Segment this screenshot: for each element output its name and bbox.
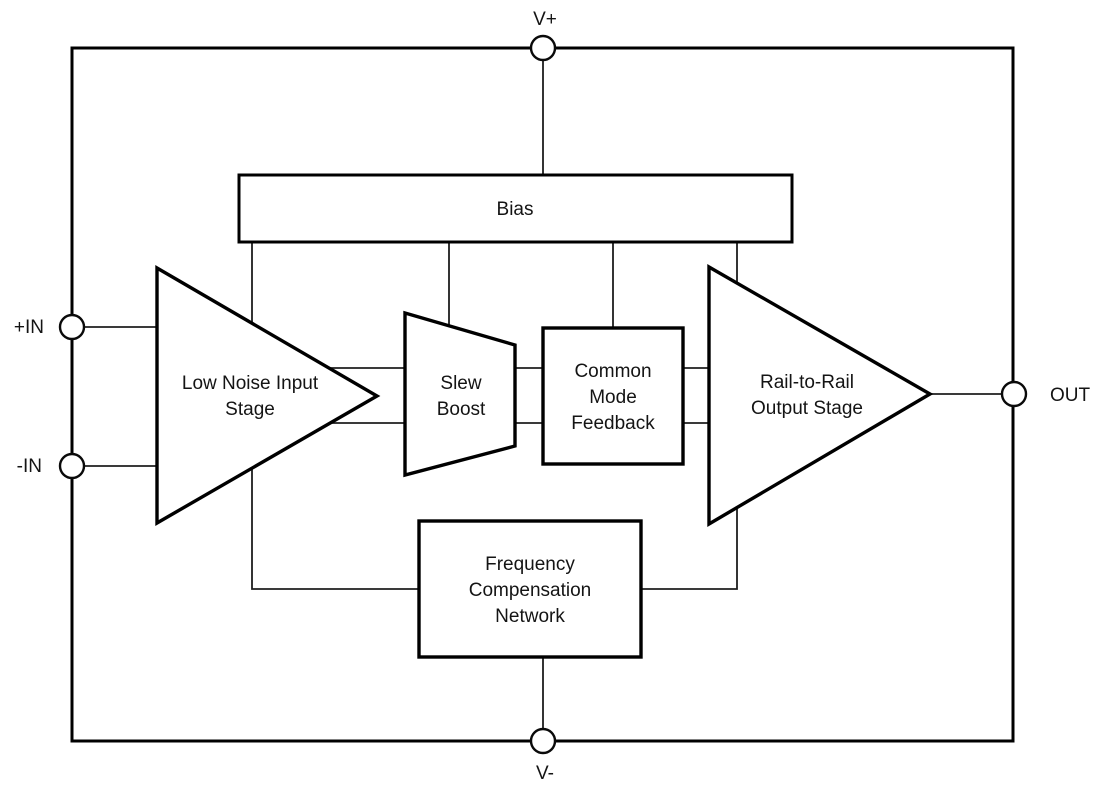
inplus-terminal	[58, 313, 86, 341]
labels: V+ V- +IN -IN OUT Bias Low Noise Input S…	[14, 9, 1091, 784]
frequency-compensation-block	[417, 519, 643, 659]
bias-block	[237, 173, 794, 244]
out-terminal	[1000, 380, 1028, 408]
vplus-terminal	[529, 34, 557, 62]
output-stage-label-line1: Rail-to-Rail	[760, 372, 854, 393]
cmf-label-line2: Mode	[589, 387, 637, 408]
freq-comp-label-line1: Frequency	[485, 554, 575, 575]
freq-comp-label-line2: Compensation	[469, 580, 592, 601]
blocks	[155, 173, 934, 659]
freq-comp-label-line3: Network	[495, 606, 565, 627]
input-stage-label-line2: Stage	[225, 399, 275, 420]
slew-boost-trapezoid	[403, 310, 517, 478]
cmf-label-line3: Feedback	[571, 413, 655, 434]
inplus-label: +IN	[14, 317, 44, 338]
input-stage-triangle	[155, 265, 381, 526]
output-stage-triangle	[707, 264, 934, 527]
slew-boost-label-line1: Slew	[440, 373, 481, 394]
inminus-label: -IN	[17, 456, 42, 477]
out-label: OUT	[1050, 385, 1091, 406]
bias-label: Bias	[497, 199, 534, 220]
vminus-terminal	[529, 727, 557, 755]
common-mode-feedback-block	[541, 326, 685, 466]
vplus-label: V+	[533, 9, 557, 30]
input-stage-label-line1: Low Noise Input	[182, 373, 319, 394]
inminus-terminal	[58, 452, 86, 480]
terminals	[58, 34, 1028, 755]
vminus-label: V-	[536, 763, 554, 784]
slew-boost-label-line2: Boost	[437, 399, 486, 420]
output-stage-label-line2: Output Stage	[751, 398, 863, 419]
cmf-label-line1: Common	[574, 361, 651, 382]
